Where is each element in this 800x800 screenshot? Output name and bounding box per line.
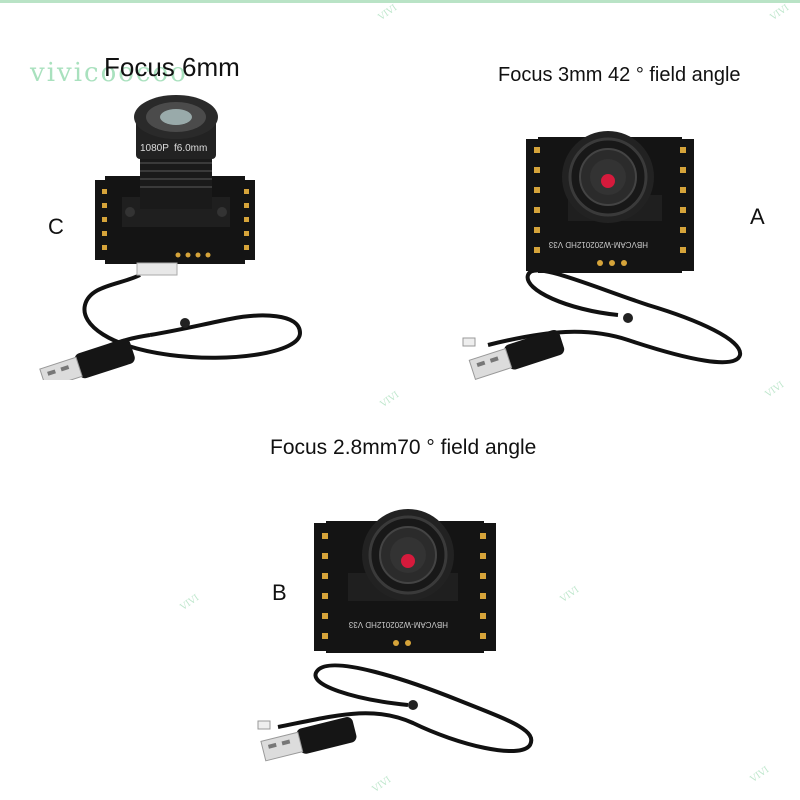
label-a: A bbox=[750, 204, 765, 229]
small-watermark: VIVI bbox=[376, 3, 400, 23]
camera-module-6mm: 1080P f6.0mm bbox=[39, 95, 303, 380]
usb-plug bbox=[39, 338, 135, 380]
usb-plug bbox=[468, 329, 565, 380]
caption-3mm: Focus 3mm 42 ° field angle bbox=[498, 64, 741, 86]
top-accent-rule bbox=[0, 0, 800, 3]
small-watermark: VIVI bbox=[558, 585, 582, 605]
label-b: B bbox=[272, 580, 287, 605]
camera-module-2-8mm: HBVCAM-W202012HD V33 bbox=[257, 509, 534, 762]
caption-2-8mm: Focus 2.8mm70 ° field angle bbox=[270, 436, 537, 459]
small-watermark: VIVI bbox=[378, 390, 402, 410]
caption-6mm: Focus 6mm bbox=[104, 52, 240, 82]
small-watermark: VIVI bbox=[768, 3, 792, 23]
usb-plug bbox=[260, 717, 357, 762]
camera-module-3mm: HBVCAM-W202012HD V33 bbox=[462, 131, 743, 380]
board-print: HBVCAM-W202012HD V33 bbox=[548, 240, 648, 249]
lens-print-1080p: 1080P bbox=[140, 143, 169, 154]
small-watermark: VIVI bbox=[178, 593, 202, 613]
small-watermark: VIVI bbox=[763, 380, 787, 400]
label-c: C bbox=[48, 214, 64, 239]
brand-watermark: vivicoocoo bbox=[30, 58, 188, 88]
small-watermark: VIVI bbox=[748, 765, 772, 785]
lens-print-focal: f6.0mm bbox=[174, 143, 207, 154]
board-print: HBVCAM-W202012HD V33 bbox=[348, 620, 448, 629]
